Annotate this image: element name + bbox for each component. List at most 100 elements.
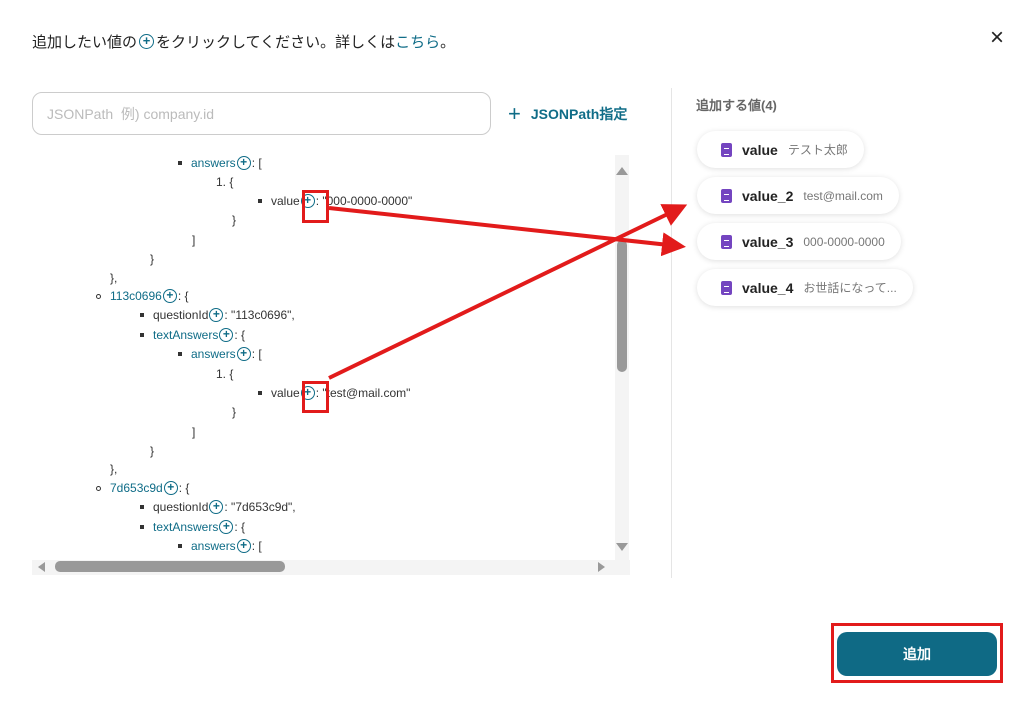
add-value-icon[interactable]: +	[236, 539, 251, 553]
tree-text: }	[150, 444, 155, 458]
tree-key: 7d653c9d	[110, 481, 163, 495]
tree-line: value+: "000-0000-0000"	[258, 193, 412, 209]
chip-value: テスト太郎	[787, 143, 848, 157]
add-value-icon[interactable]: +	[209, 500, 224, 514]
chip-name: value_2	[742, 187, 794, 204]
annotation-box	[831, 623, 1003, 683]
tree-value: : "113c0696",	[224, 308, 295, 322]
tree-key: textAnswers	[153, 520, 219, 534]
add-circle-icon: +	[139, 34, 155, 49]
tree-line: 7d653c9d+: {	[96, 480, 189, 496]
jsonpath-specify-label: JSONPath指定	[530, 106, 628, 122]
help-link[interactable]: こちら	[395, 34, 441, 51]
tree-text: }	[232, 213, 237, 227]
tree-key: questionId	[153, 308, 209, 322]
annotation-box	[302, 381, 329, 413]
bullet-icon	[178, 352, 182, 356]
tree-text: }	[150, 252, 155, 266]
bullet-icon	[178, 161, 182, 165]
scroll-up-icon[interactable]	[616, 167, 628, 175]
tree-text: ]	[192, 233, 196, 247]
tree-text: ]	[192, 425, 196, 439]
tree-line: questionId+: "113c0696",	[140, 307, 295, 323]
tree-line: ]	[192, 424, 195, 440]
selected-values-heading: 追加する値(4)	[696, 98, 777, 113]
tree-key: questionId	[153, 500, 209, 514]
document-icon	[721, 280, 732, 295]
tree-key: answers	[191, 539, 236, 553]
tree-key: answers	[191, 347, 236, 361]
document-icon	[721, 142, 732, 157]
tree-value: : {	[177, 289, 189, 303]
add-value-icon[interactable]: +	[236, 156, 251, 170]
tree-line: },	[110, 270, 117, 286]
vertical-scroll-thumb[interactable]	[617, 240, 627, 372]
tree-line: answers+: [	[178, 155, 262, 171]
tree-text: },	[110, 462, 118, 476]
tree-line: }	[150, 443, 154, 459]
horizontal-scroll-thumb[interactable]	[55, 561, 285, 572]
jsonpath-search-input[interactable]	[32, 92, 491, 135]
tree-line: answers+: [	[178, 538, 262, 554]
chip-name: value	[742, 141, 778, 158]
document-icon	[721, 234, 732, 249]
tree-value: : "test@mail.com"	[315, 386, 411, 400]
tree-line: textAnswers+: {	[140, 327, 245, 343]
tree-line: questionId+: "7d653c9d",	[140, 499, 296, 515]
add-value-icon[interactable]: +	[219, 520, 234, 534]
selected-value-chip[interactable]: value_2 test@mail.com	[697, 177, 899, 214]
add-value-icon[interactable]: +	[300, 386, 315, 400]
bullet-icon	[96, 293, 101, 299]
chip-value: test@mail.com	[803, 188, 883, 203]
add-value-icon[interactable]: +	[163, 481, 178, 495]
plus-icon: +	[508, 101, 521, 126]
add-button[interactable]: 追加	[837, 632, 997, 676]
tree-key: value	[271, 386, 300, 400]
tree-key: 113c0696	[110, 289, 162, 303]
scroll-left-icon[interactable]	[38, 562, 45, 572]
tree-line: 1. {	[216, 174, 233, 190]
instruction-part: 追加したい値の	[32, 34, 138, 51]
chip-value: お世話になって...	[803, 281, 897, 295]
selected-value-chip[interactable]: value_4 お世話になって...	[697, 269, 913, 306]
instruction-part: 。	[440, 34, 456, 51]
tree-text: 1. {	[216, 367, 234, 381]
tree-line: }	[150, 251, 154, 267]
jsonpath-specify-button[interactable]: + JSONPath指定	[508, 101, 628, 126]
tree-value: : "000-0000-0000"	[315, 194, 413, 208]
tree-key: value	[271, 194, 300, 208]
close-icon[interactable]: ×	[990, 24, 1005, 51]
tree-value: : "7d653c9d",	[224, 500, 296, 514]
tree-line: }	[232, 404, 236, 420]
tree-value: : {	[234, 520, 246, 534]
tree-line: answers+: [	[178, 346, 262, 362]
instruction-part: をクリックしてください。詳しくは	[156, 34, 396, 51]
scroll-right-icon[interactable]	[598, 562, 605, 572]
bullet-icon	[140, 333, 144, 337]
panel-divider	[671, 88, 672, 578]
add-value-icon[interactable]: +	[162, 289, 177, 303]
tree-text: }	[232, 405, 237, 419]
add-value-icon[interactable]: +	[236, 347, 251, 361]
chip-name: value_4	[742, 279, 794, 296]
selected-value-chip[interactable]: value テスト太郎	[697, 131, 864, 168]
bullet-icon	[96, 485, 101, 491]
annotation-box	[302, 190, 329, 223]
scroll-down-icon[interactable]	[616, 543, 628, 551]
bullet-icon	[258, 391, 262, 395]
bullet-icon	[140, 525, 144, 529]
tree-value: : [	[251, 156, 262, 170]
tree-line: value+: "test@mail.com"	[258, 385, 410, 401]
json-tree: answers+: [1. {value+: "000-0000-0000"}]…	[32, 155, 630, 575]
add-value-icon[interactable]: +	[300, 194, 315, 208]
add-value-icon[interactable]: +	[219, 328, 234, 342]
tree-key: answers	[191, 156, 236, 170]
bullet-icon	[140, 313, 144, 317]
add-value-icon[interactable]: +	[209, 308, 224, 322]
instruction-text: 追加したい値の + をクリックしてください。詳しくは こちら 。	[32, 31, 455, 52]
chip-value: 000-0000-0000	[803, 234, 885, 249]
tree-line: 1. {	[216, 366, 233, 382]
tree-line: textAnswers+: {	[140, 519, 245, 535]
tree-line: ]	[192, 232, 195, 248]
